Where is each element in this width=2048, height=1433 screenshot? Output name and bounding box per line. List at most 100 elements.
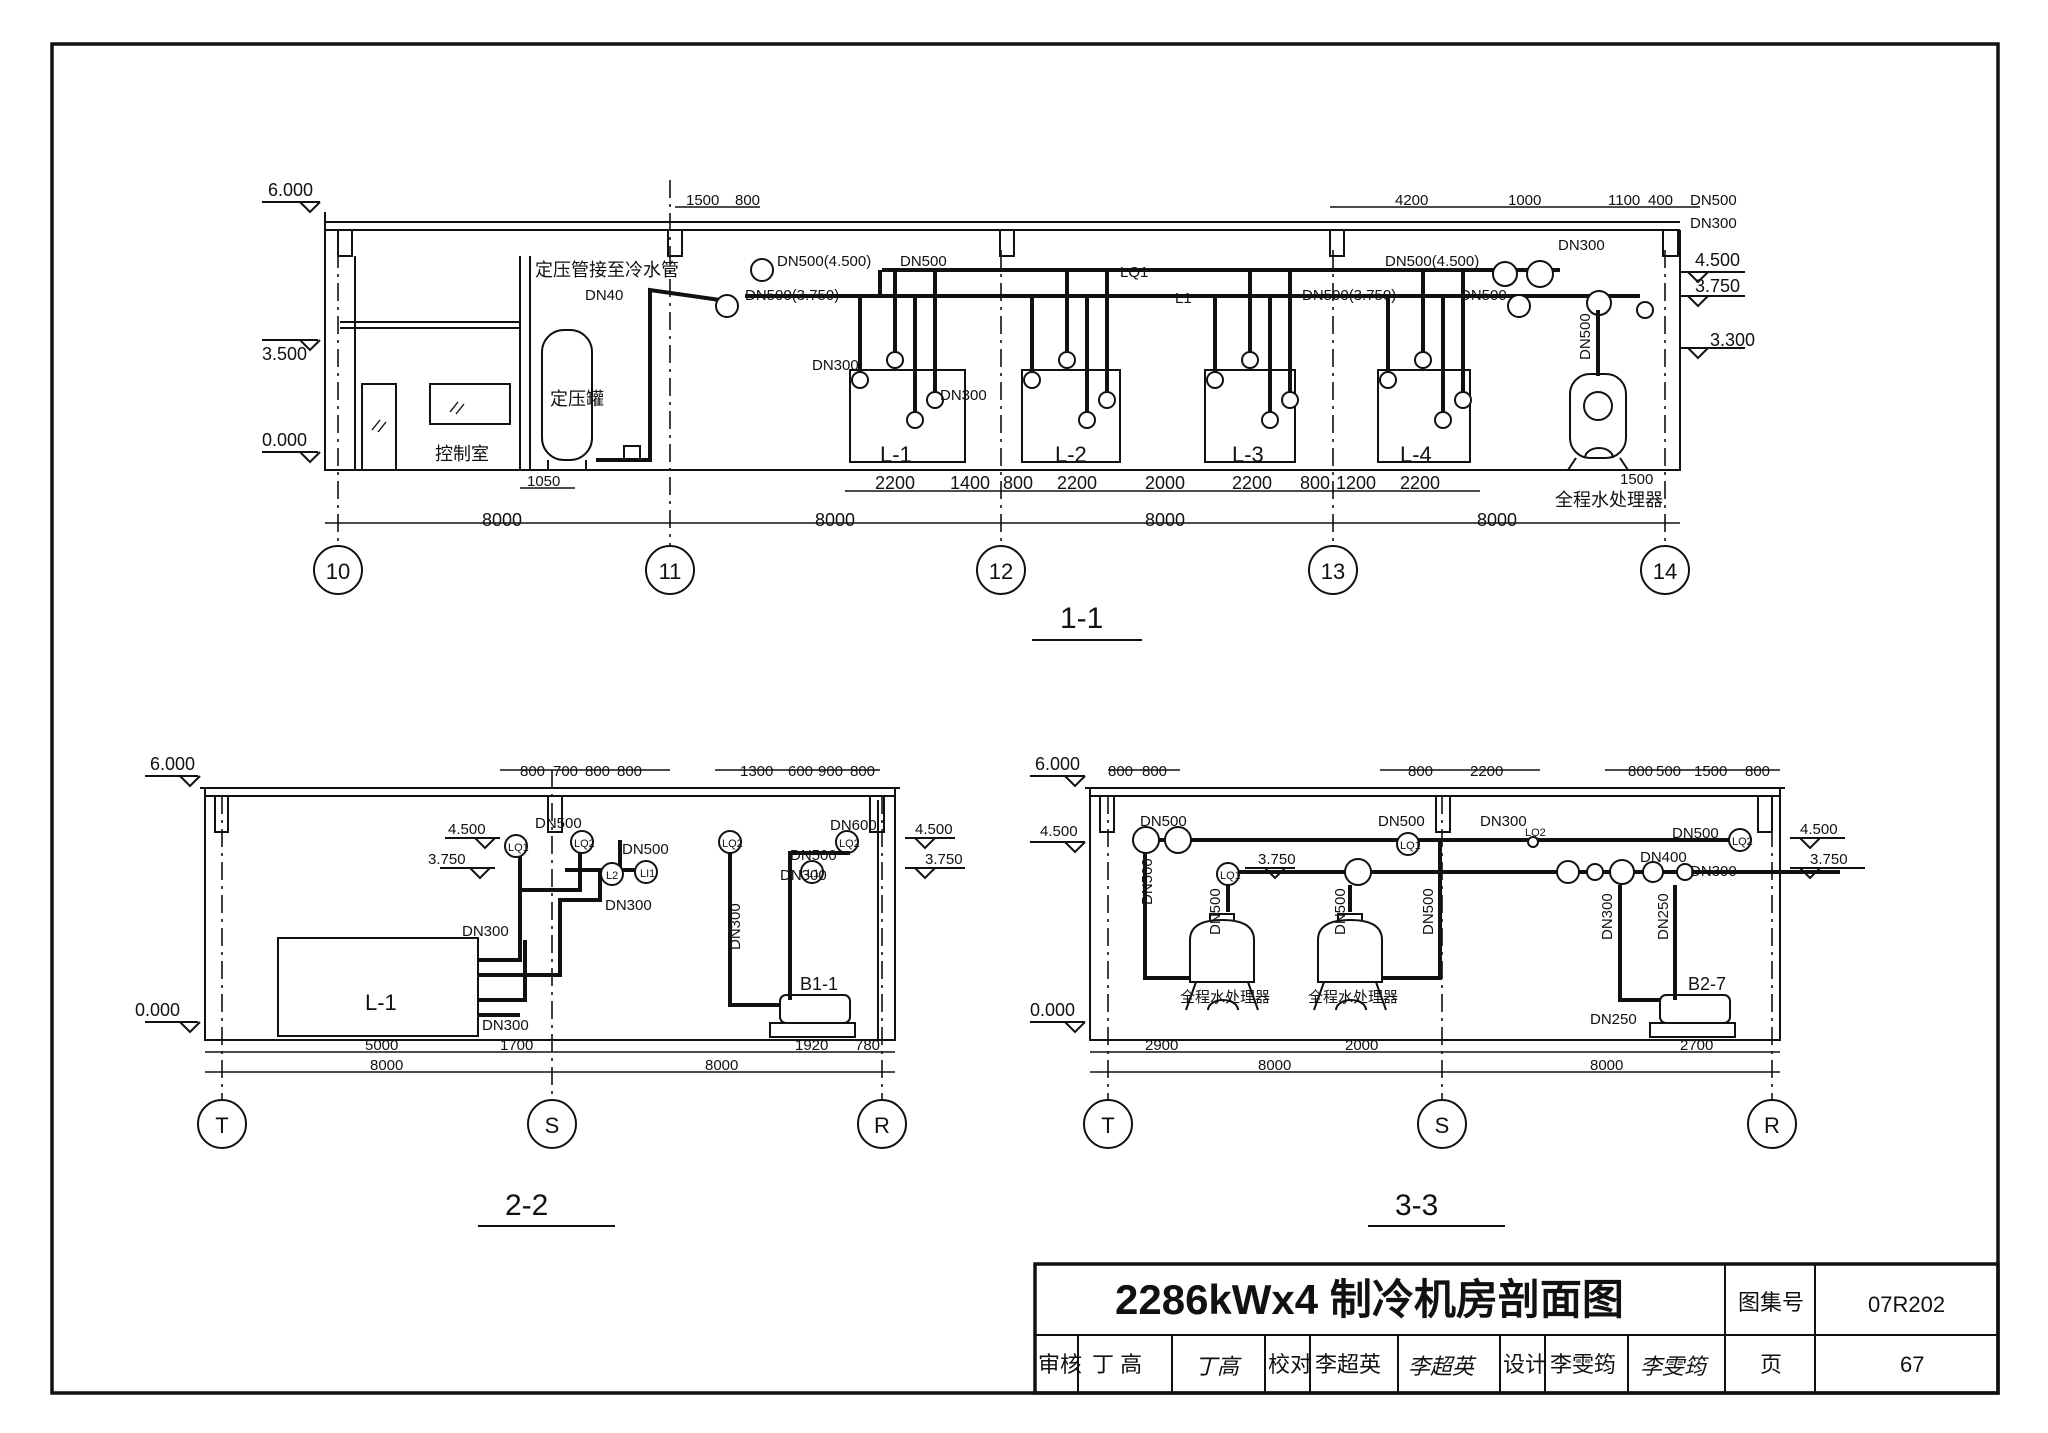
s11-dim-axis: 8000 [1145,510,1185,530]
s33-tag: LQ1 [1220,870,1241,882]
s11-pipe-label: DN500 [1690,192,1737,209]
s11-dim-bottom: 2200 [1232,473,1272,493]
s33-dim-top: 2200 [1470,763,1503,780]
s33-level: 4.500 [1040,823,1078,840]
s22-dim-top: 800 [850,763,875,780]
s33-axis-bubble: S [1435,1113,1450,1138]
page-label: 页 [1760,1352,1782,1377]
s33-pipe-label: DN500 [1207,888,1224,935]
valve-icon [1379,371,1397,389]
s33-dim-top: 500 [1656,763,1681,780]
s33-dim-axis: 8000 [1590,1057,1623,1074]
s22-tag: LQ2 [574,838,595,850]
s22-pipe-label: DN500 [622,841,669,858]
valve-icon [851,371,869,389]
s33-dim-bottom: 2000 [1345,1037,1378,1054]
s33-dim-top: 800 [1745,763,1770,780]
s11-pipe-label: DN300 [812,357,859,374]
designer-name: 李雯筠 [1550,1352,1616,1377]
s11-dim-bottom: 1500 [1620,471,1653,488]
s22-pipe-label: DN300 [727,903,744,950]
s22-dim-top: 800 [585,763,610,780]
s22-dim-top: 600 [788,763,813,780]
s11-dim-bottom: 1400 [950,473,990,493]
section-3-3 [1030,769,1865,1227]
s11-tank-label: 定压罐 [550,389,604,409]
s22-dim-bottom: 1920 [795,1037,828,1054]
s22-dim-bottom: 780 [855,1037,880,1054]
valve-icon [1098,391,1116,409]
s11-dim-bottom: 2200 [1057,473,1097,493]
s33-level-right: 4.500 [1800,821,1838,838]
s22-pipe-label: DN300 [462,923,509,940]
s11-pipe-label: DN500 [1577,313,1594,360]
s11-level-r-3750: 3.750 [1695,276,1740,296]
s22-dim-bottom: 1700 [500,1037,533,1054]
s33-dim-top: 1500 [1694,763,1727,780]
drawing-title: 2286kWx4 制冷机房剖面图 [1115,1276,1624,1323]
design-label: 设计 [1503,1352,1547,1377]
s22-axis-bubble: S [545,1113,560,1138]
s33-level: 0.000 [1030,1000,1075,1020]
s22-tag: LQ2 [722,838,743,850]
valve-icon [886,351,904,369]
s11-dim-bottom: 1200 [1336,473,1376,493]
s33-dim-top: 800 [1142,763,1167,780]
s22-pipe-label: DN500 [790,847,837,864]
s22-section-label: 2-2 [505,1189,548,1222]
s11-level-3500: 3.500 [262,344,307,364]
s11-unit-label: L-2 [1055,442,1087,467]
s33-dim-top: 800 [1408,763,1433,780]
s33-pipe-label: DN400 [1640,849,1687,866]
s33-level-mid: 3.750 [1258,851,1296,868]
s33-treater-label: 全程水处理器 [1308,988,1398,1006]
chiller-unit [849,369,966,463]
review-label: 审核 [1038,1352,1082,1377]
s22-axis-bubble: T [215,1113,228,1138]
s33-section-label: 3-3 [1395,1189,1438,1222]
s22-axis-bubble-circle [527,1099,577,1149]
s33-axis-bubble-circle [1083,1099,1133,1149]
s33-pump-label: B2-7 [1688,974,1726,994]
atlas-number: 07R202 [1868,1292,1945,1317]
check-label: 校对 [1268,1352,1312,1377]
s11-axis-bubble: 13 [1321,559,1345,584]
s11-level-r-4500: 4.500 [1695,250,1740,270]
s11-axis-bubble: 14 [1653,559,1677,584]
valve-icon [1261,411,1279,429]
s22-pipe-label: DN300 [482,1017,529,1034]
s11-level-6000: 6.000 [268,180,313,200]
valve-icon [906,411,924,429]
page-number: 67 [1900,1352,1924,1377]
s11-lq1-label: LQ1 [1120,264,1148,281]
s33-dim-bottom: 2900 [1145,1037,1178,1054]
s22-unit-label: L-1 [365,990,397,1015]
s33-tag: LQ1 [1400,840,1421,852]
s22-pump-label: B1-1 [800,974,838,994]
s11-axis-bubble-circle [976,545,1026,595]
s33-treater-label: 全程水处理器 [1180,988,1270,1006]
s11-dim-bottom: 2200 [875,473,915,493]
s11-axis-bubble: 10 [326,559,350,584]
s22-tag: L1 [807,868,819,880]
sheet-border [50,42,2000,1395]
s33-pipe-label: DN300 [1599,893,1616,940]
s11-control-room-label: 控制室 [435,444,489,464]
s22-axis-bubble-circle [857,1099,907,1149]
s33-pipe-label: DN500 [1420,888,1437,935]
s33-pipe-label: DN300 [1690,863,1737,880]
s33-dim-bottom: 2700 [1680,1037,1713,1054]
s11-unit-label: L-4 [1400,442,1432,467]
s33-level: 6.000 [1035,754,1080,774]
s11-dim-top: 800 [735,192,760,209]
s11-pipe-label: DN300 [1690,215,1737,232]
s22-tag: LQ2 [839,838,860,850]
s22-pipe-label: DN300 [780,867,827,884]
s33-axis-bubble: R [1764,1113,1780,1138]
s11-axis-bubble-circle [1308,545,1358,595]
valve-icon [1281,391,1299,409]
s11-level-r-3300: 3.300 [1710,330,1755,350]
s33-dim-top: 800 [1628,763,1653,780]
s33-pipe-label: DN250 [1655,893,1672,940]
s22-pipe-label: DN600 [830,817,877,834]
